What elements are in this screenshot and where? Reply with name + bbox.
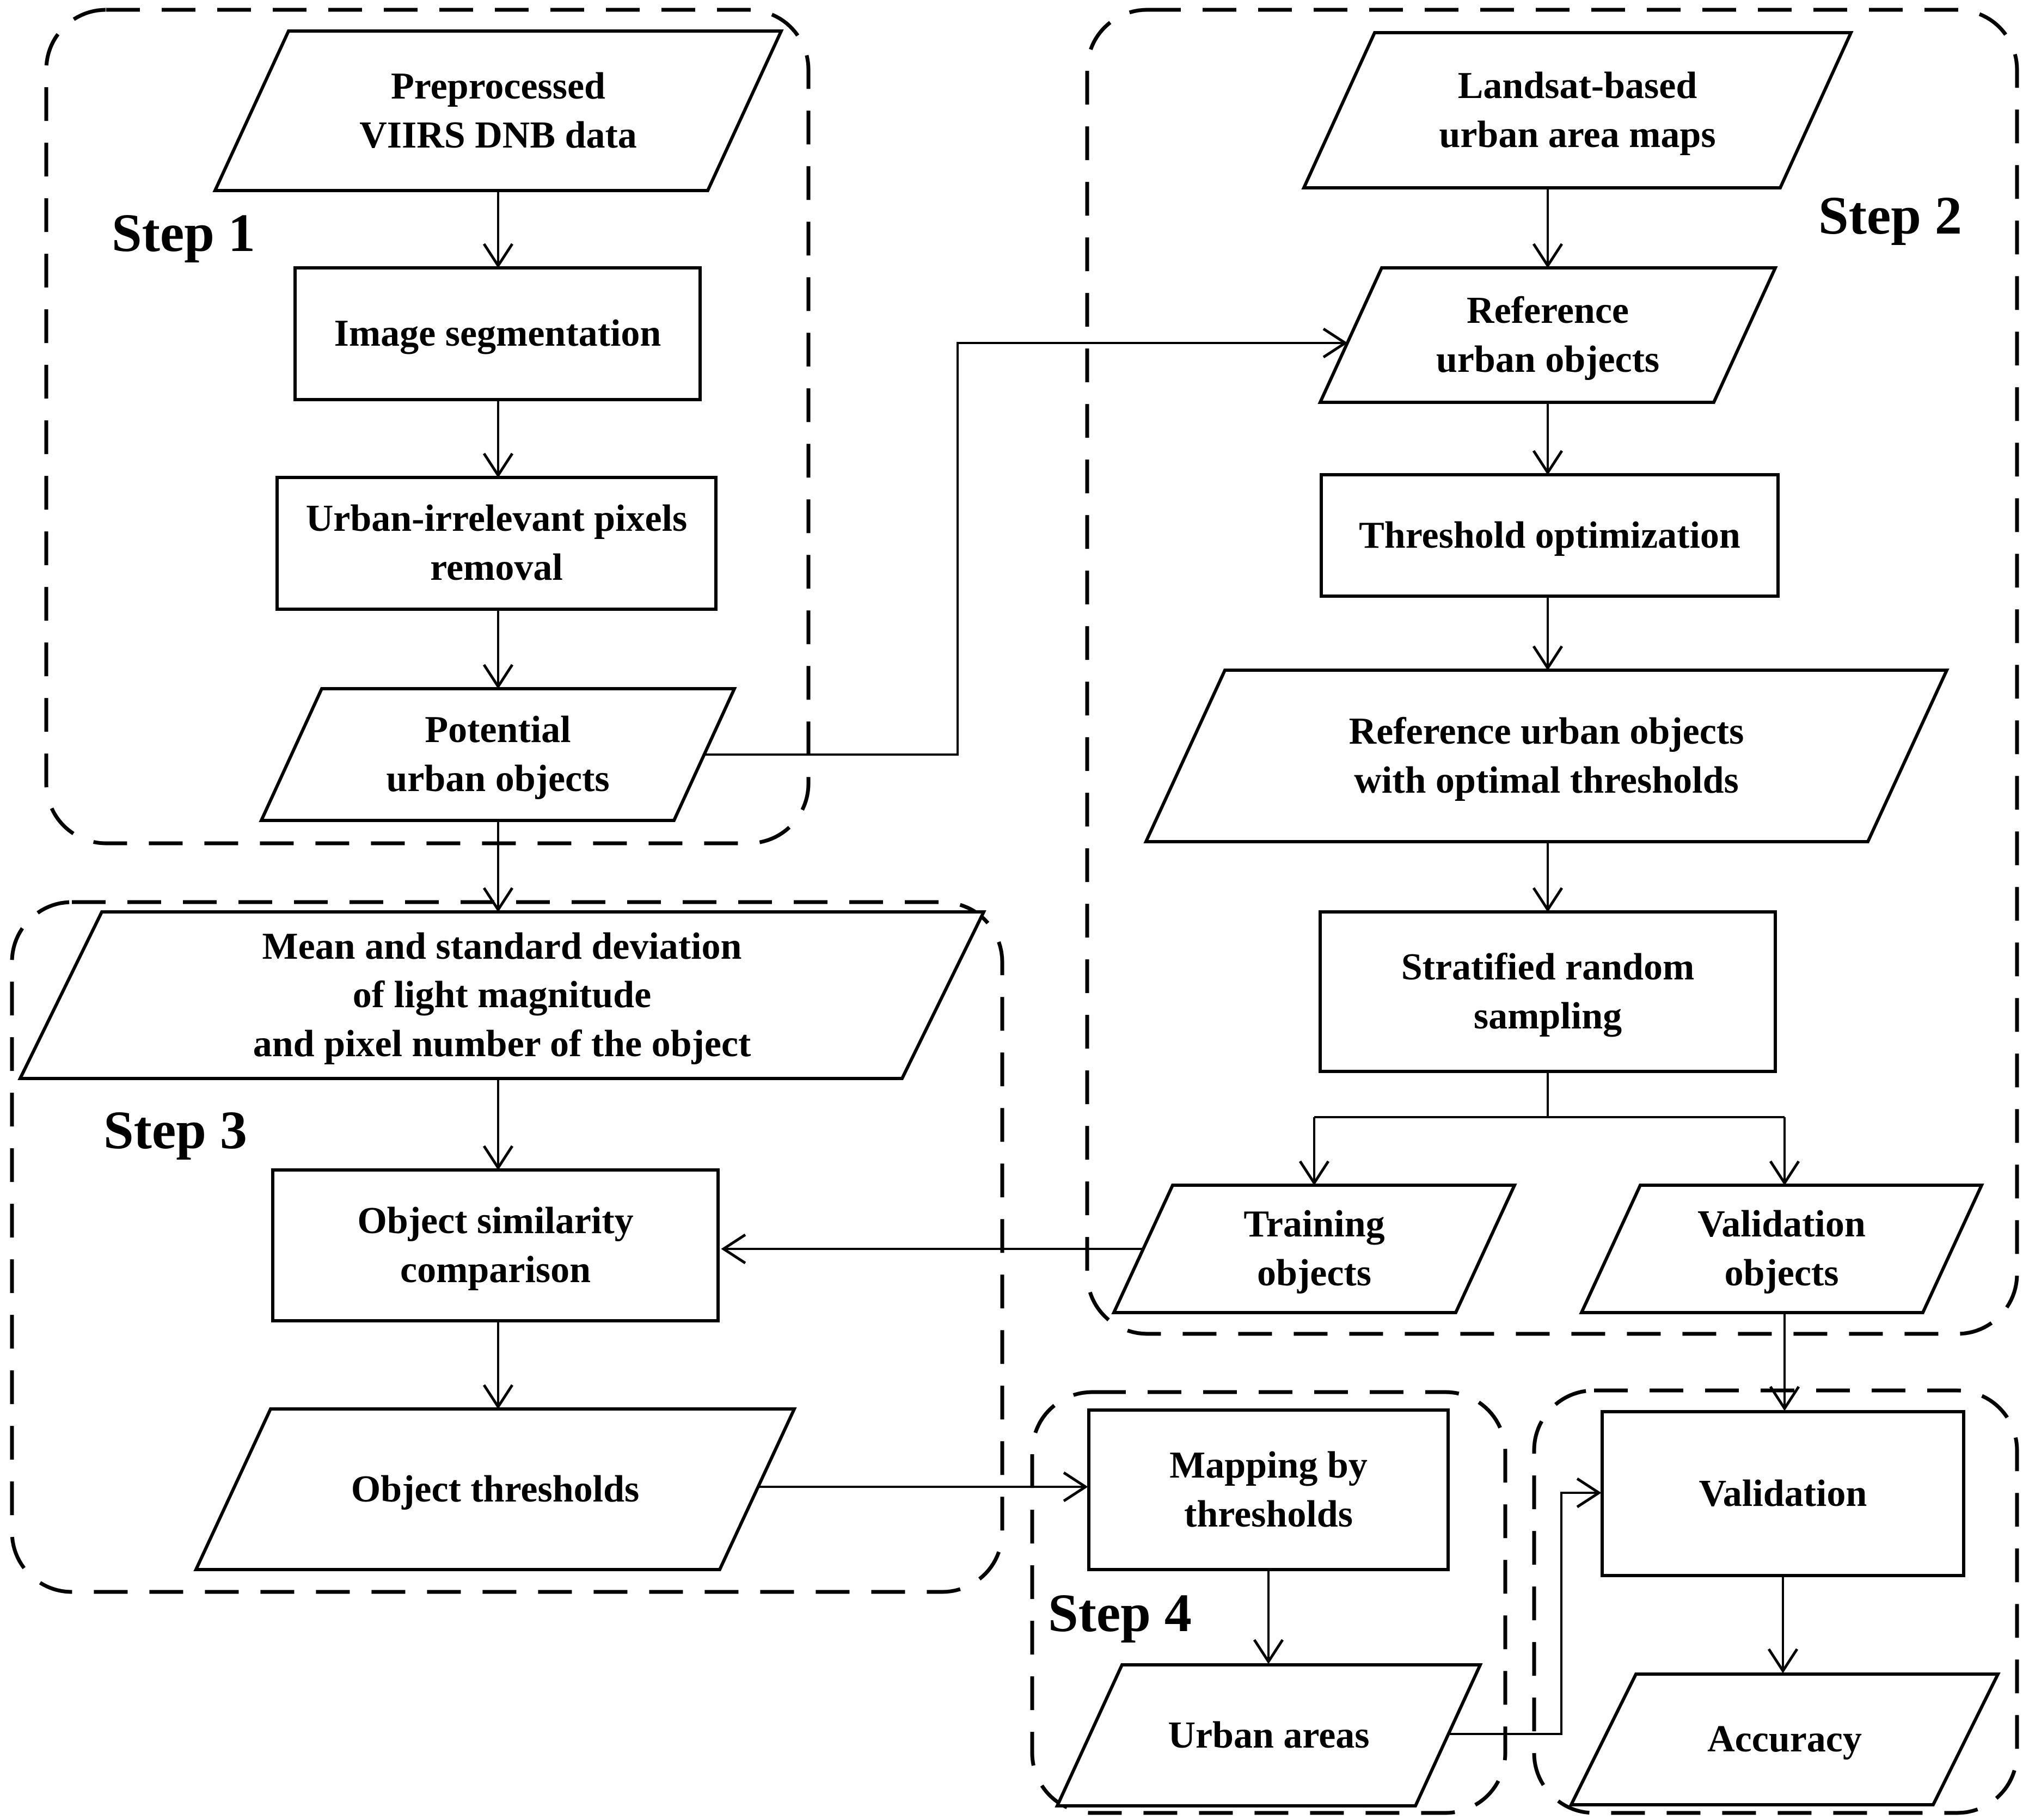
node-shape-training-objects: [1111, 1184, 1517, 1314]
node-shape-threshold-optimization: [1320, 473, 1780, 598]
node-shape-reference-optimal-thresholds: [1143, 669, 1950, 843]
group-border-step4: [1030, 1390, 1507, 1815]
group-border-step3: [10, 900, 1004, 1594]
group-border-step1: [44, 8, 811, 845]
node-shape-validation-objects: [1579, 1184, 1984, 1314]
node-shape-stratified-sampling: [1319, 910, 1777, 1073]
node-shape-object-thresholds: [193, 1407, 797, 1571]
node-shape-validation: [1601, 1410, 1965, 1577]
node-shape-image-segmentation: [293, 266, 702, 401]
node-shape-landsat-maps: [1301, 31, 1854, 189]
node-shape-object-similarity: [271, 1168, 720, 1322]
node-shape-reference-urban-objects: [1317, 266, 1778, 404]
node-shape-urban-areas: [1055, 1663, 1483, 1807]
arrow-urban-to-validation: [1449, 1477, 1602, 1735]
arrow-potential-to-reference: [704, 327, 1348, 756]
connector-sampling-branch: [1314, 1071, 1785, 1118]
node-shape-potential-urban-objects: [259, 687, 737, 822]
node-shape-mapping-by-thresholds: [1087, 1408, 1450, 1571]
node-shape-preprocessed-viirs: [212, 29, 784, 192]
node-shape-mean-std: [17, 910, 986, 1080]
group-border-step2: [1085, 8, 2019, 1336]
node-shape-pixels-removal: [275, 476, 718, 611]
node-shape-accuracy: [1568, 1672, 2001, 1806]
